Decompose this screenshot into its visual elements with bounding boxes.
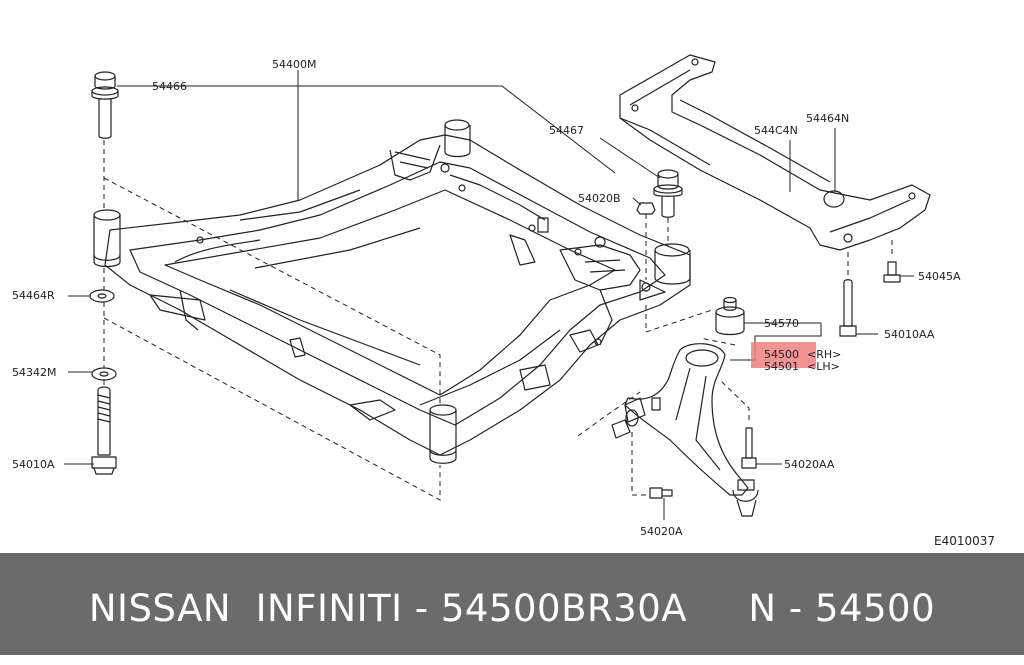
label-54466: 54466 — [152, 80, 187, 93]
label-54464r: 54464R — [12, 289, 55, 302]
part-number-text: NISSAN INFINITI - 54500BR30A N - 54500 — [88, 587, 936, 630]
bolt-54010a — [91, 386, 117, 475]
nut-54020b — [636, 202, 656, 215]
label-54501-lh: <LH> — [807, 360, 840, 373]
subframe-bushing-front-left — [93, 209, 121, 268]
ball-joint — [732, 479, 759, 517]
assembly-guide-lines — [103, 140, 893, 501]
bolt-54467 — [653, 169, 683, 218]
label-54045a: 54045A — [918, 270, 961, 283]
bolt-54045a — [883, 261, 901, 283]
label-54020b: 54020B — [578, 192, 621, 205]
figure-code: E4010037 — [934, 534, 995, 548]
label-54500: 54500 — [764, 348, 799, 361]
label-54020aa: 54020AA — [784, 458, 835, 471]
label-54400m: 54400M — [272, 58, 316, 71]
washer-54464r — [89, 289, 115, 303]
label-54501: 54501 — [764, 360, 799, 373]
label-54464n: 54464N — [806, 112, 849, 125]
bolt-54466 — [91, 71, 119, 139]
bolt-54010aa — [839, 279, 857, 337]
label-54570: 54570 — [764, 317, 799, 330]
label-54020a: 54020A — [640, 525, 683, 538]
bolt-54020a — [649, 487, 673, 499]
stud — [537, 217, 549, 233]
label-544c4n: 544C4N — [754, 124, 798, 137]
part-number-banner: NISSAN INFINITI - 54500BR30A N - 54500 — [0, 553, 1024, 655]
leader-lines — [64, 70, 914, 520]
reinforcement-bar-544c4n — [619, 54, 931, 251]
label-54010a: 54010A — [12, 458, 55, 471]
subframe-parts-diagram: 54400M 54466 54467 54020B 544C4N 54464N … — [12, 54, 995, 548]
bolt-54020aa — [741, 427, 757, 469]
label-54500-rh: <RH> — [807, 348, 841, 361]
washer-54342m — [91, 367, 117, 381]
label-54467: 54467 — [549, 124, 584, 137]
label-54010aa: 54010AA — [884, 328, 935, 341]
lower-control-arm — [611, 343, 749, 496]
highlight-54500 — [751, 342, 816, 368]
bushing-54570 — [715, 296, 745, 336]
subframe-bushing-rear-right — [444, 119, 471, 158]
bump-stopper-54464n — [823, 190, 845, 208]
subframe-bushing-rear-left — [429, 404, 457, 464]
subframe-bushing-front-right — [639, 243, 691, 301]
label-54342m: 54342M — [12, 366, 56, 379]
subframe-crossmember — [104, 134, 691, 456]
